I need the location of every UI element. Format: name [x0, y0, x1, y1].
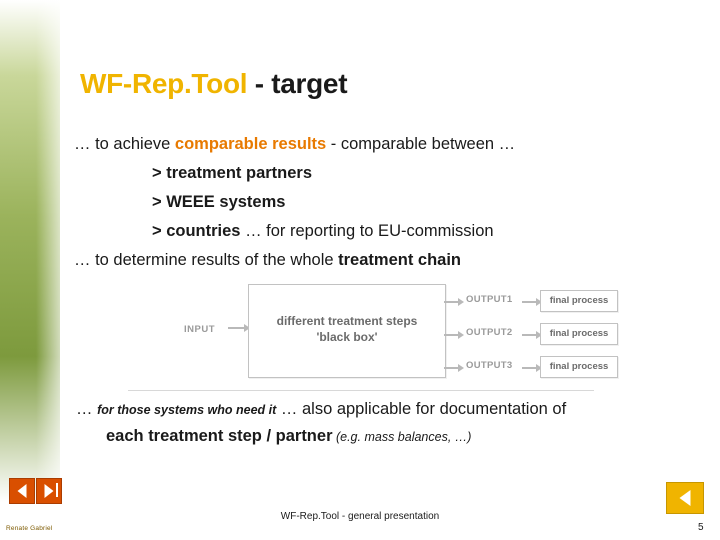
triangle-left-icon	[679, 490, 691, 506]
body-line-4-bold: > countries	[152, 222, 241, 240]
body-line-5-normal: … to determine results of the whole	[74, 251, 339, 269]
footer-author: Renate Gabriel	[6, 525, 53, 532]
body-line-5: … to determine results of the whole trea…	[74, 246, 694, 275]
diagram-blackbox-line1: different treatment steps	[276, 314, 418, 328]
diagram-arrow-icon	[522, 331, 542, 339]
diagram-arrow-icon	[444, 364, 464, 372]
left-decorative-bar	[0, 0, 60, 540]
page-title-highlight: WF-Rep.Tool	[80, 68, 248, 99]
diagram-arrow-icon	[444, 331, 464, 339]
bottom-line-1-italic: for those systems who need it	[97, 403, 277, 417]
diagram-input-label: INPUT	[184, 324, 215, 335]
diagram-blackbox-line2: 'black box'	[316, 330, 378, 344]
diagram-arrow-icon	[522, 298, 542, 306]
diagram-output-label-1: OUTPUT1	[466, 294, 513, 305]
page-title: WF-Rep.Tool - target	[80, 68, 348, 100]
bottom-text-block: … for those systems who need it … also a…	[76, 396, 706, 450]
diagram-output-box-2: final process	[540, 323, 618, 345]
bottom-line-2-bold: each treatment step / partner	[106, 427, 333, 445]
bottom-line-2: each treatment step / partner (e.g. mass…	[76, 423, 706, 450]
body-line-3: > WEEE systems	[152, 193, 286, 211]
process-diagram: INPUT different treatment steps 'black b…	[128, 277, 618, 391]
left-bar-gloss	[0, 0, 60, 540]
page-number: 5	[698, 522, 704, 533]
prev-slide-button[interactable]	[9, 478, 35, 504]
diagram-output-row-1: OUTPUT1 final process	[444, 290, 618, 312]
bottom-line-1-a: …	[76, 400, 98, 418]
body-text-block: … to achieve comparable results - compar…	[74, 130, 694, 275]
triangle-right-icon	[44, 484, 54, 498]
bottom-line-2-italic: (e.g. mass balances, …)	[332, 430, 472, 444]
diagram-output-label-2: OUTPUT2	[466, 327, 513, 338]
next-slide-button[interactable]	[36, 478, 62, 504]
slide-nav	[8, 478, 68, 504]
body-line-1-suffix: - comparable between …	[326, 135, 516, 153]
body-line-1: … to achieve comparable results - compar…	[74, 130, 694, 159]
triangle-left-icon	[17, 484, 27, 498]
page-title-rest: - target	[247, 68, 348, 99]
diagram-arrow-icon	[444, 298, 464, 306]
body-line-4-normal: … for reporting to EU-commission	[240, 222, 494, 240]
diagram-blackbox: different treatment steps 'black box'	[248, 284, 446, 378]
diagram-output-row-2: OUTPUT2 final process	[444, 323, 618, 345]
body-line-2: > treatment partners	[152, 164, 313, 182]
footer-center-text: WF-Rep.Tool - general presentation	[280, 511, 440, 522]
diagram-output-box-3: final process	[540, 356, 618, 378]
diagram-blackbox-text: different treatment steps 'black box'	[249, 313, 445, 345]
bottom-line-1: … for those systems who need it … also a…	[76, 396, 706, 423]
diagram-output-label-3: OUTPUT3	[466, 360, 513, 371]
diagram-input-arrow-icon	[228, 324, 250, 332]
diagram-output-row-3: OUTPUT3 final process	[444, 356, 618, 378]
end-bar-icon	[56, 483, 58, 497]
diagram-arrow-icon	[522, 364, 542, 372]
body-line-1-prefix: … to achieve	[74, 135, 175, 153]
body-line-4: > countries … for reporting to EU-commis…	[74, 217, 694, 246]
bottom-line-1-b: … also applicable for documentation of	[276, 400, 567, 418]
back-button[interactable]	[666, 482, 704, 514]
diagram-output-box-1: final process	[540, 290, 618, 312]
body-line-1-emphasis: comparable results	[174, 135, 327, 153]
body-line-5-bold: treatment chain	[338, 251, 462, 269]
